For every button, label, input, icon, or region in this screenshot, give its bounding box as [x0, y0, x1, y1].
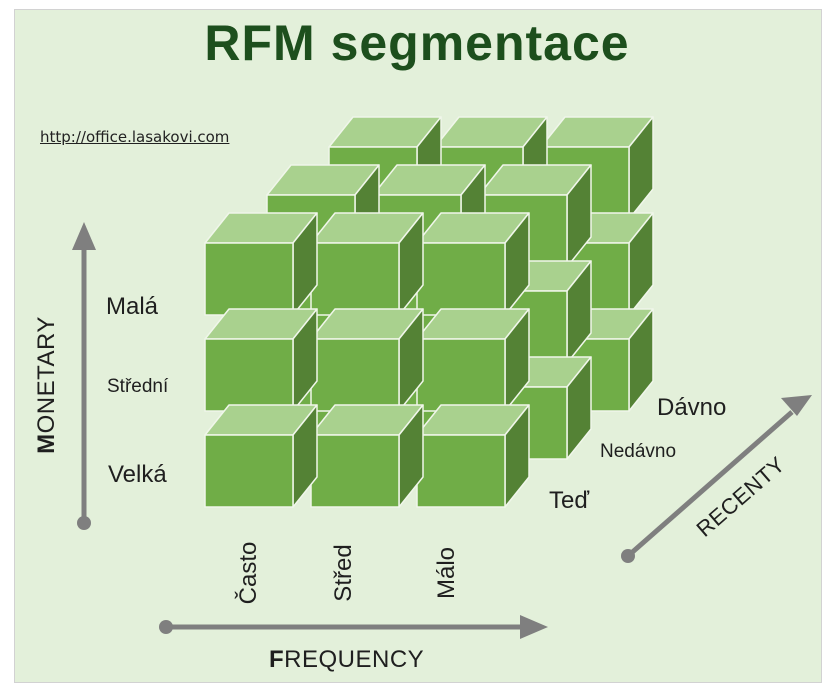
cube-segment	[310, 404, 424, 508]
cube-segment	[204, 404, 318, 508]
cube-segment	[310, 308, 424, 412]
recency-level-recently: Nedávno	[600, 441, 677, 462]
monetary-axis-title: MONETARY	[33, 305, 61, 465]
frequency-title-initial: F	[269, 646, 285, 673]
recency-level-now: Teď	[549, 487, 590, 514]
cube-segment	[416, 404, 530, 508]
cube-segment	[416, 308, 530, 412]
cube-segment	[310, 212, 424, 316]
page-title: RFM segmentace	[204, 15, 630, 71]
frequency-axis-arrow	[159, 615, 548, 639]
frequency-level-mid: Střed	[330, 544, 357, 602]
recency-level-long-ago: Dávno	[657, 394, 727, 421]
monetary-level-mid: Střední	[107, 376, 169, 397]
monetary-level-low: Malá	[106, 293, 159, 320]
frequency-level-rare: Málo	[433, 546, 460, 600]
frequency-axis-title: FREQUENCY	[269, 646, 424, 674]
cube-segment	[204, 212, 318, 316]
cube-segment	[416, 212, 530, 316]
frequency-title-rest: REQUENCY	[284, 646, 425, 673]
source-link[interactable]: http://office.lasakovi.com	[40, 128, 230, 146]
monetary-title-rest: ONETARY	[33, 316, 60, 434]
frequency-level-often: Často	[235, 541, 262, 605]
recency-axis-arrow	[621, 395, 812, 563]
monetary-level-high: Velká	[108, 461, 167, 488]
monetary-axis-arrow	[72, 222, 96, 530]
cube-segment	[204, 308, 318, 412]
monetary-title-initial: M	[33, 433, 60, 454]
